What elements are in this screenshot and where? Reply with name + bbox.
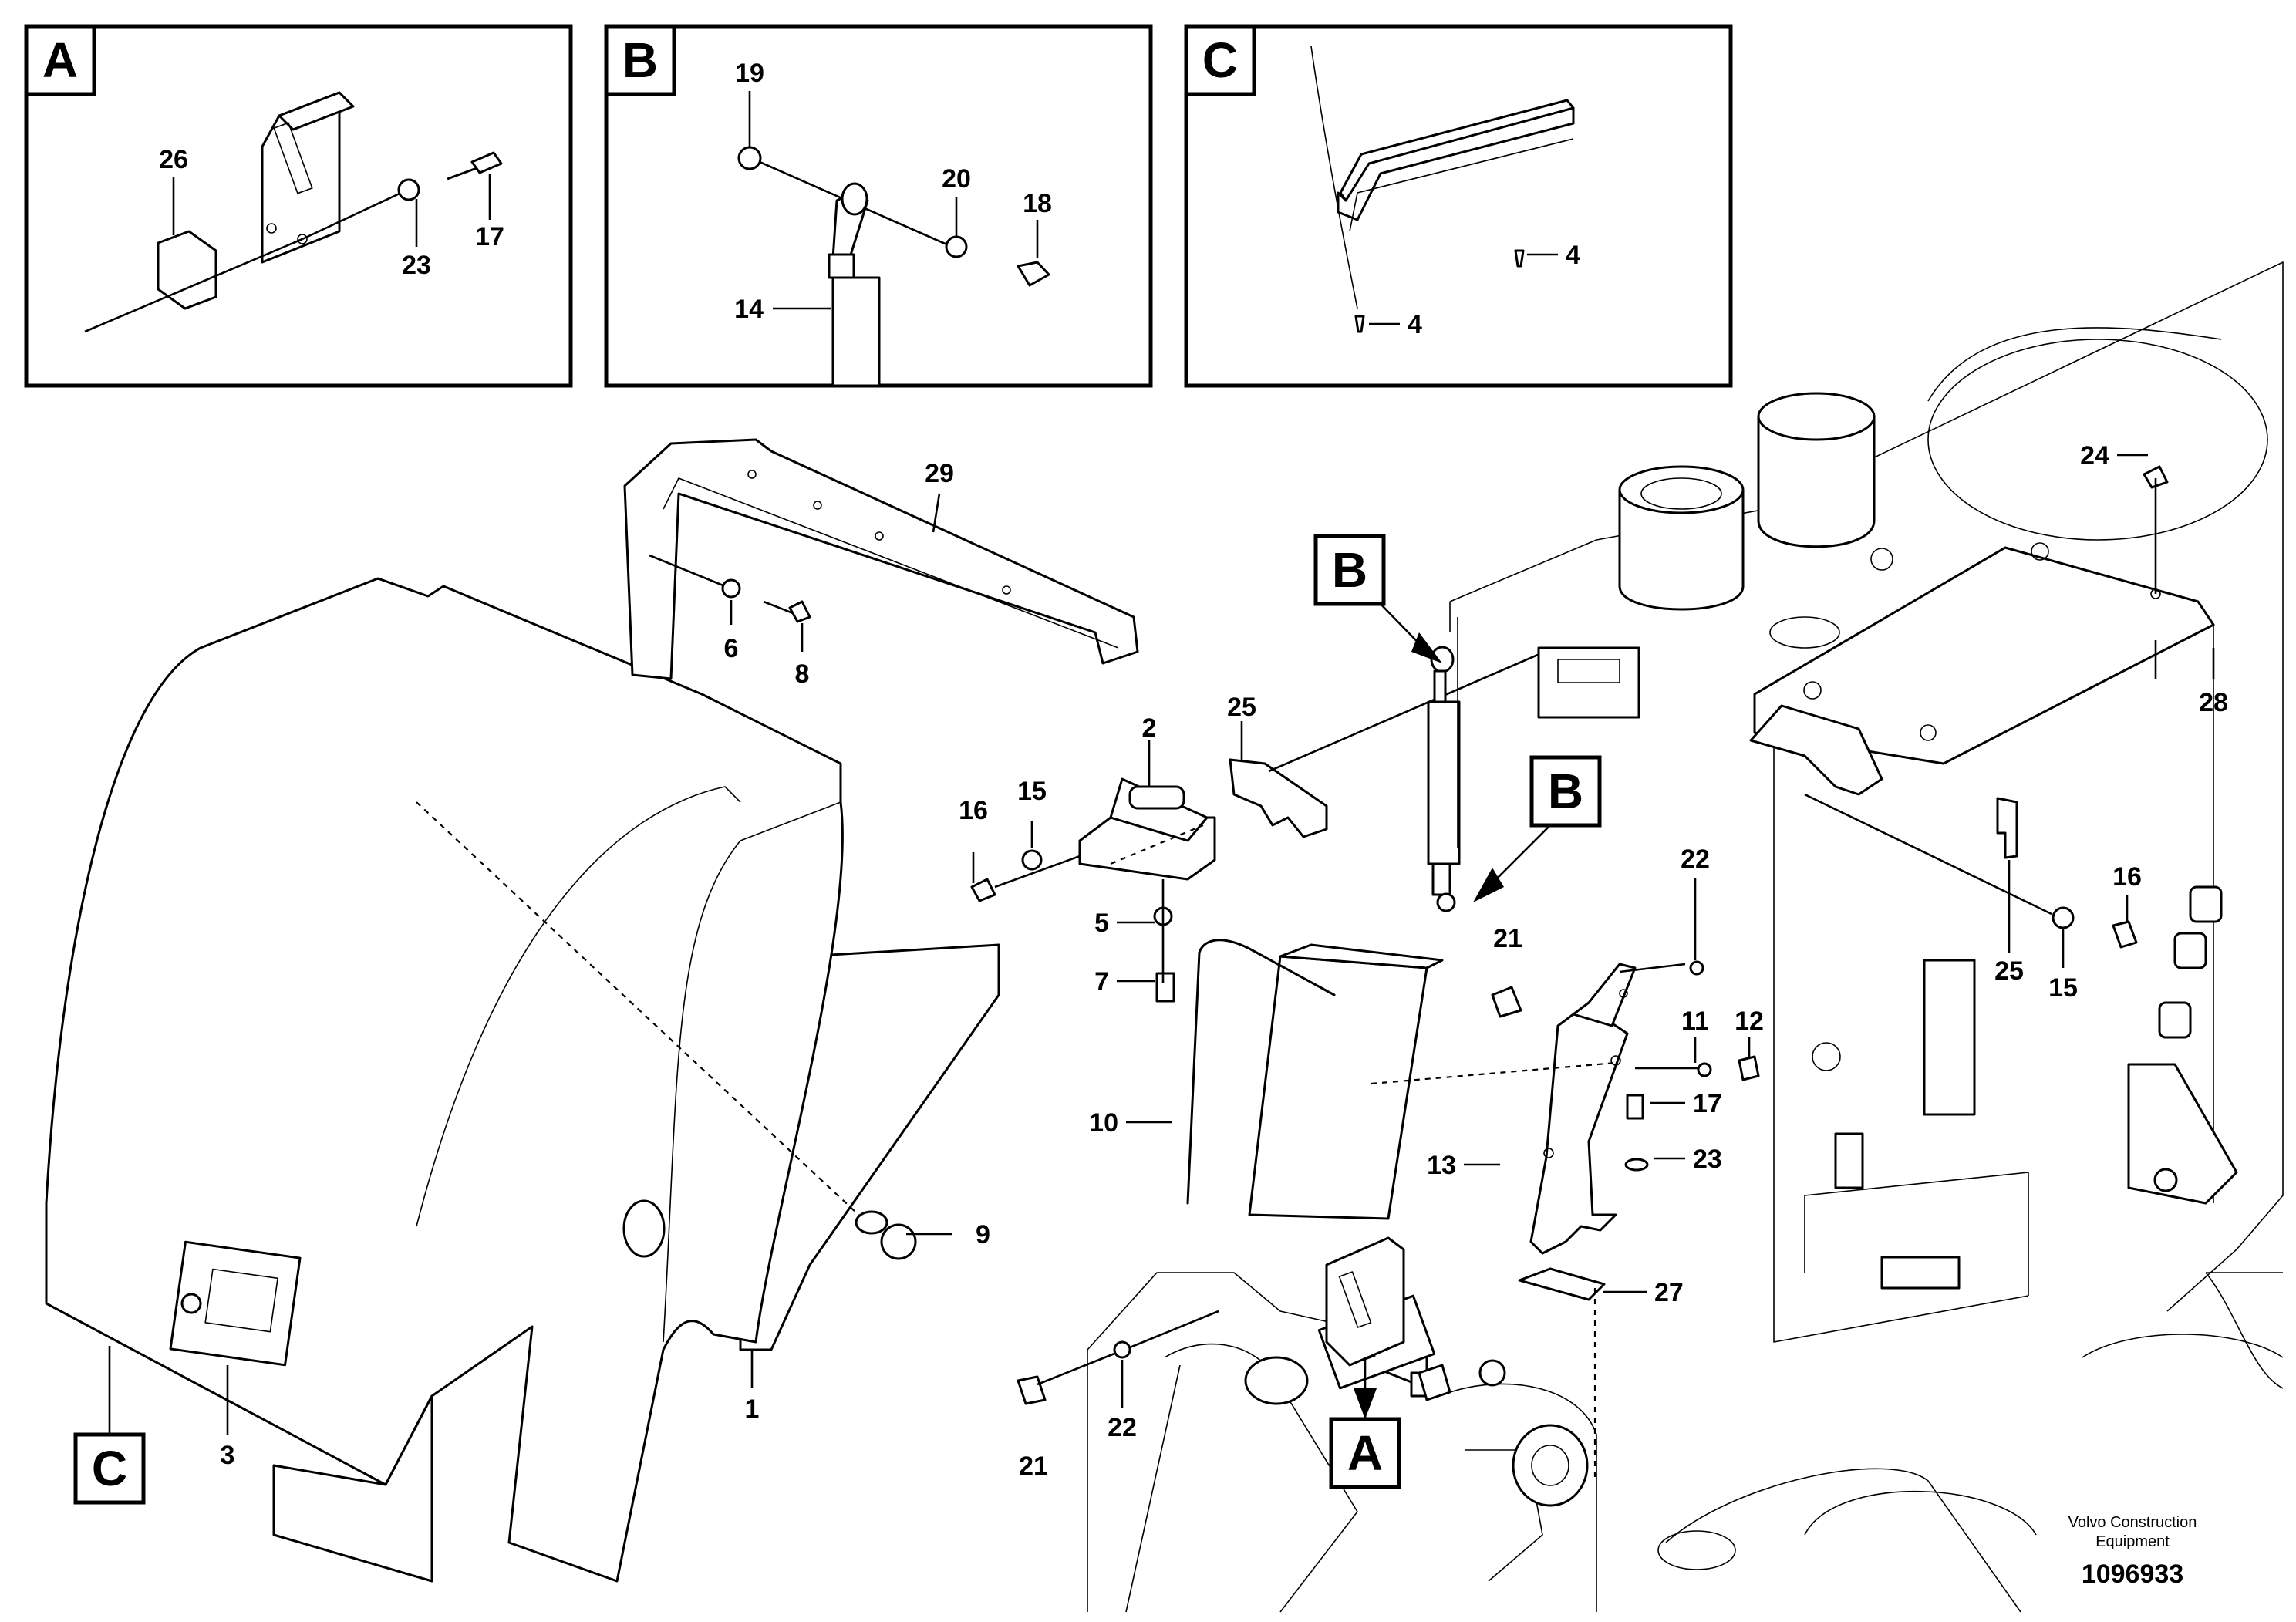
label-17: 17 — [1693, 1089, 1722, 1118]
side-panel — [45, 577, 1000, 1583]
label-28: 28 — [2199, 688, 2228, 717]
svg-text:B: B — [1332, 542, 1367, 598]
shim-25-left — [1229, 758, 1328, 838]
inset-b-label-19: 19 — [735, 59, 764, 88]
inset-a-axis — [84, 238, 303, 333]
callout-b-lower: B — [1529, 755, 1602, 828]
label-21b: 21 — [1019, 1452, 1048, 1481]
label-16b: 16 — [2112, 862, 2142, 892]
callout-b-upper: B — [1313, 534, 1386, 606]
label-6: 6 — [724, 634, 739, 663]
label-29: 29 — [925, 459, 954, 488]
callout-c-main: C — [73, 1432, 146, 1505]
inset-c-rail — [1310, 46, 1575, 309]
inset-a: A 26 23 17 — [24, 24, 573, 388]
label-5: 5 — [1094, 909, 1109, 938]
label-25a: 25 — [1227, 693, 1256, 722]
inset-c-rivet-b — [1354, 315, 1365, 333]
inset-c-label-4b: 4 — [1408, 310, 1422, 339]
inset-a-label-26: 26 — [159, 145, 188, 174]
inset-c-letter: C — [1202, 32, 1238, 88]
label-24: 24 — [2080, 441, 2109, 470]
inset-a-label-23: 23 — [402, 251, 431, 280]
label-1: 1 — [745, 1394, 760, 1424]
label-10: 10 — [1089, 1108, 1118, 1138]
label-8: 8 — [795, 659, 810, 689]
credit-line-2: Equipment — [2095, 1533, 2170, 1550]
document-number: 1096933 — [2082, 1560, 2183, 1589]
gas-spring — [1427, 646, 1461, 912]
svg-text:B: B — [1548, 764, 1583, 819]
support-bracket — [1186, 939, 1760, 1481]
inset-c: C 4 4 — [1184, 24, 1733, 388]
shim-27 — [1518, 1267, 1606, 1301]
label-23: 23 — [1693, 1145, 1722, 1174]
label-21a: 21 — [1493, 924, 1522, 953]
lower-fasteners — [1017, 1236, 1506, 1405]
inset-b-washer-19 — [737, 146, 762, 170]
label-16a: 16 — [959, 796, 988, 825]
inset-b-letter: B — [622, 32, 658, 88]
label-9: 9 — [976, 1220, 990, 1249]
credit-block: Volvo Construction Equipment 1096933 — [2068, 1514, 2197, 1589]
inset-c-label-4a: 4 — [1566, 241, 1580, 270]
inset-b-label-14: 14 — [734, 295, 764, 324]
label-12: 12 — [1735, 1007, 1764, 1036]
inset-a-label-17: 17 — [475, 222, 504, 251]
inset-a-shim — [157, 230, 217, 310]
inset-b-washer-20 — [945, 235, 968, 258]
inset-a-tag — [24, 24, 96, 96]
rear-fasteners — [1804, 454, 2169, 949]
inset-b-label-20: 20 — [942, 164, 971, 194]
inset-a-washer — [397, 178, 420, 201]
machine-body — [1087, 261, 2284, 1613]
label-2: 2 — [1142, 713, 1157, 743]
part-labels: 29 6 8 2 25 16 15 5 7 9 10 13 21 22 11 1… — [221, 441, 2228, 1481]
hinge-assembly — [970, 648, 1551, 1003]
label-11: 11 — [1681, 1007, 1709, 1036]
inset-c-frame — [1184, 24, 1733, 388]
inset-a-letter: A — [42, 32, 78, 88]
label-7: 7 — [1094, 967, 1109, 996]
inset-c-rivet-a — [1514, 249, 1525, 268]
credit-line-1: Volvo Construction — [2068, 1514, 2197, 1531]
inset-b-nut — [1017, 261, 1050, 287]
inset-b-tag — [604, 24, 676, 96]
svg-text:A: A — [1347, 1425, 1383, 1481]
inset-b-gas-spring — [828, 182, 881, 387]
inset-b-label-18: 18 — [1023, 189, 1052, 218]
label-27: 27 — [1654, 1278, 1684, 1307]
svg-text:C: C — [92, 1441, 127, 1496]
label-22b: 22 — [1108, 1413, 1137, 1442]
label-15a: 15 — [1017, 777, 1047, 806]
label-13: 13 — [1427, 1151, 1456, 1180]
shim-25-right — [1996, 797, 2018, 859]
inset-b: B 19 20 18 14 — [604, 24, 1153, 388]
label-15b: 15 — [2048, 973, 2078, 1003]
inset-a-bolt — [447, 151, 503, 180]
inset-c-tag — [1184, 24, 1256, 96]
label-25b: 25 — [1994, 956, 2024, 986]
callout-a-main: A — [1329, 1417, 1401, 1489]
inset-a-bracket — [261, 91, 355, 264]
label-3: 3 — [221, 1441, 235, 1470]
label-22a: 22 — [1681, 845, 1710, 874]
leader-lines — [108, 493, 2215, 1435]
frame-bracket — [623, 438, 1139, 680]
